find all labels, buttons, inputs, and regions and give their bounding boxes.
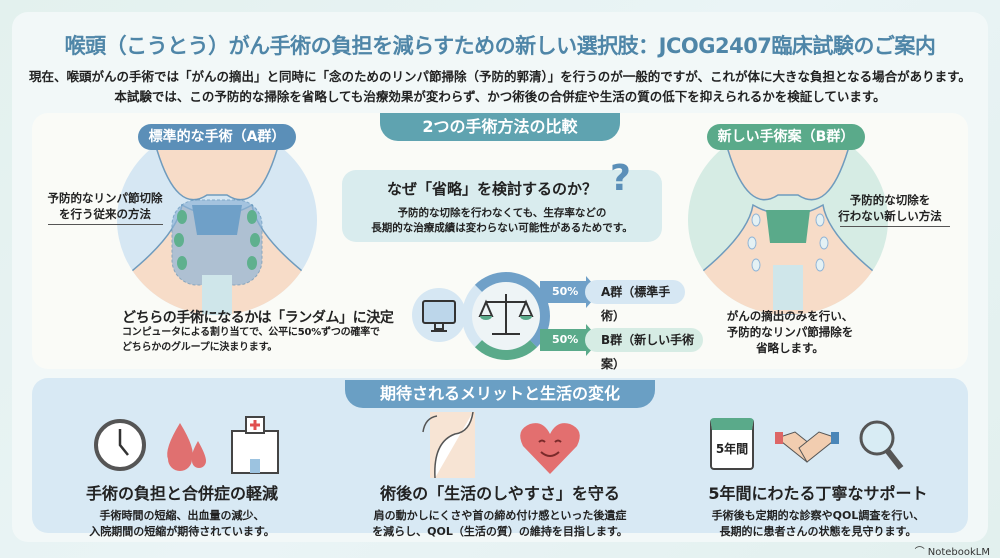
why-body-line: 長期的な治療成績は変わらない可能性があるためです。 (371, 222, 633, 234)
group-a-label: 標準的な手術（A群） (138, 124, 296, 150)
benefit-2: 術後の「生活のしやすさ」を守る 肩の動かしにくさや首の締め付け感といった後遺症 … (355, 480, 645, 540)
benefit-body-line: 入院期間の短縮が期待されています。 (89, 525, 275, 538)
random-body-line: どちらかのグループに決まります。 (122, 342, 278, 353)
brand-text: NotebookLM (927, 547, 990, 558)
notebooklm-brand: ⌒ NotebookLM (915, 543, 990, 558)
callout-line: を行う従来の方法 (59, 207, 151, 221)
benefit-3: 5年間にわたる丁寧なサポート 手術後も定期的な診察やQOL調査を行い、 長期的に… (673, 480, 963, 540)
why-box (342, 170, 662, 242)
notebooklm-logo-icon: ⌒ (914, 547, 928, 558)
allocation-a-arrow: 50% (540, 281, 588, 303)
why-body: 予防的な切除を行わなくても、生存率などの 長期的な治療成績は変わらない可能性があ… (342, 206, 662, 236)
callout-line: 予防的なリンパ節切除 (47, 191, 163, 205)
comparison-heading: 2つの手術方法の比較 (380, 113, 620, 141)
group-b-callout: 予防的な切除を 行わない新しい方法 (830, 192, 950, 224)
callout-line: 予防的な切除を (849, 193, 931, 207)
benefit-body-line: を減らし、QOL（生活の質）の維持を目指します。 (372, 525, 628, 538)
shoulder-icon (422, 412, 475, 478)
magnifier-icon (859, 420, 904, 470)
description-line: 予防的なリンパ節掃除を (726, 325, 854, 339)
balance-scale-icon (462, 272, 550, 360)
question-mark-icon: ? (610, 158, 631, 199)
benefit-title: 術後の「生活のしやすさ」を守る (380, 484, 620, 503)
group-b-label: 新しい手術案（B群） (707, 124, 865, 150)
intro-line-2: 本試験では、この予防的な掃除を省略しても治療効果が変わらず、かつ術後の合併症や生… (114, 89, 886, 104)
group-b-description: がんの摘出のみを行い、 予防的なリンパ節掃除を 省略します。 (700, 308, 880, 356)
benefit-body-line: 長期的に患者さんの状態を見守ります。 (719, 525, 917, 538)
benefit-1-icons (94, 416, 279, 474)
random-body: コンピュータによる割り当てで、公平に50%ずつの確率で どちらかのグループに決ま… (122, 325, 380, 355)
benefit-body-line: 手術後も定期的な診察やQOL調査を行い、 (711, 509, 925, 522)
benefit-3-icons (775, 420, 904, 470)
random-title: どちらの手術になるかは「ランダム」に決定 (122, 310, 394, 326)
allocation-b-label: B群（新しい手術案） (585, 328, 703, 371)
benefit-body-line: 肩の動かしにくさや首の締め付け感といった後遺症 (373, 509, 627, 522)
handshake-icon (775, 431, 839, 463)
callout-line: 行わない新しい方法 (838, 209, 942, 223)
callout-leader-line (48, 224, 163, 225)
page-title: 喉頭（こうとう）がん手術の負担を減らすための新しい選択肢：JCOG2407臨床試… (64, 34, 936, 58)
why-body-line: 予防的な切除を行わなくても、生存率などの (397, 207, 607, 219)
group-a-callout: 予防的なリンパ節切除 を行う従来の方法 (40, 190, 170, 222)
random-body-line: コンピュータによる割り当てで、公平に50%ずつの確率で (122, 327, 380, 338)
benefits-heading: 期待されるメリットと生活の変化 (345, 380, 655, 408)
allocation-a-label: A群（標準手術） (585, 280, 685, 323)
group-a-illustration (117, 125, 317, 315)
clock-icon (94, 419, 146, 471)
hospital-icon (231, 416, 279, 474)
computer-icon (412, 288, 466, 342)
description-line: 省略します。 (756, 341, 824, 355)
blood-drop-icon (167, 423, 206, 471)
smiling-heart-icon (520, 423, 580, 474)
benefit-title: 手術の負担と合併症の軽減 (85, 484, 278, 503)
intro-line-1: 現在、喉頭がんの手術では「がんの摘出」と同時に「念のためのリンパ節掃除（予防的郭… (29, 69, 971, 84)
calendar-icon: 5年間 (710, 418, 754, 470)
benefit-body-line: 手術時間の短縮、出血量の減少、 (99, 509, 265, 522)
callout-leader-line (840, 226, 950, 227)
benefit-2-icons (422, 412, 580, 478)
allocation-b-arrow: 50% (540, 329, 588, 351)
benefit-1: 手術の負担と合併症の軽減 手術時間の短縮、出血量の減少、 入院期間の短縮が期待さ… (37, 480, 327, 540)
benefit-title: 5年間にわたる丁寧なサポート (708, 484, 928, 503)
description-line: がんの摘出のみを行い、 (726, 309, 854, 323)
why-title: なぜ「省略」を検討するのか？ (386, 180, 597, 198)
